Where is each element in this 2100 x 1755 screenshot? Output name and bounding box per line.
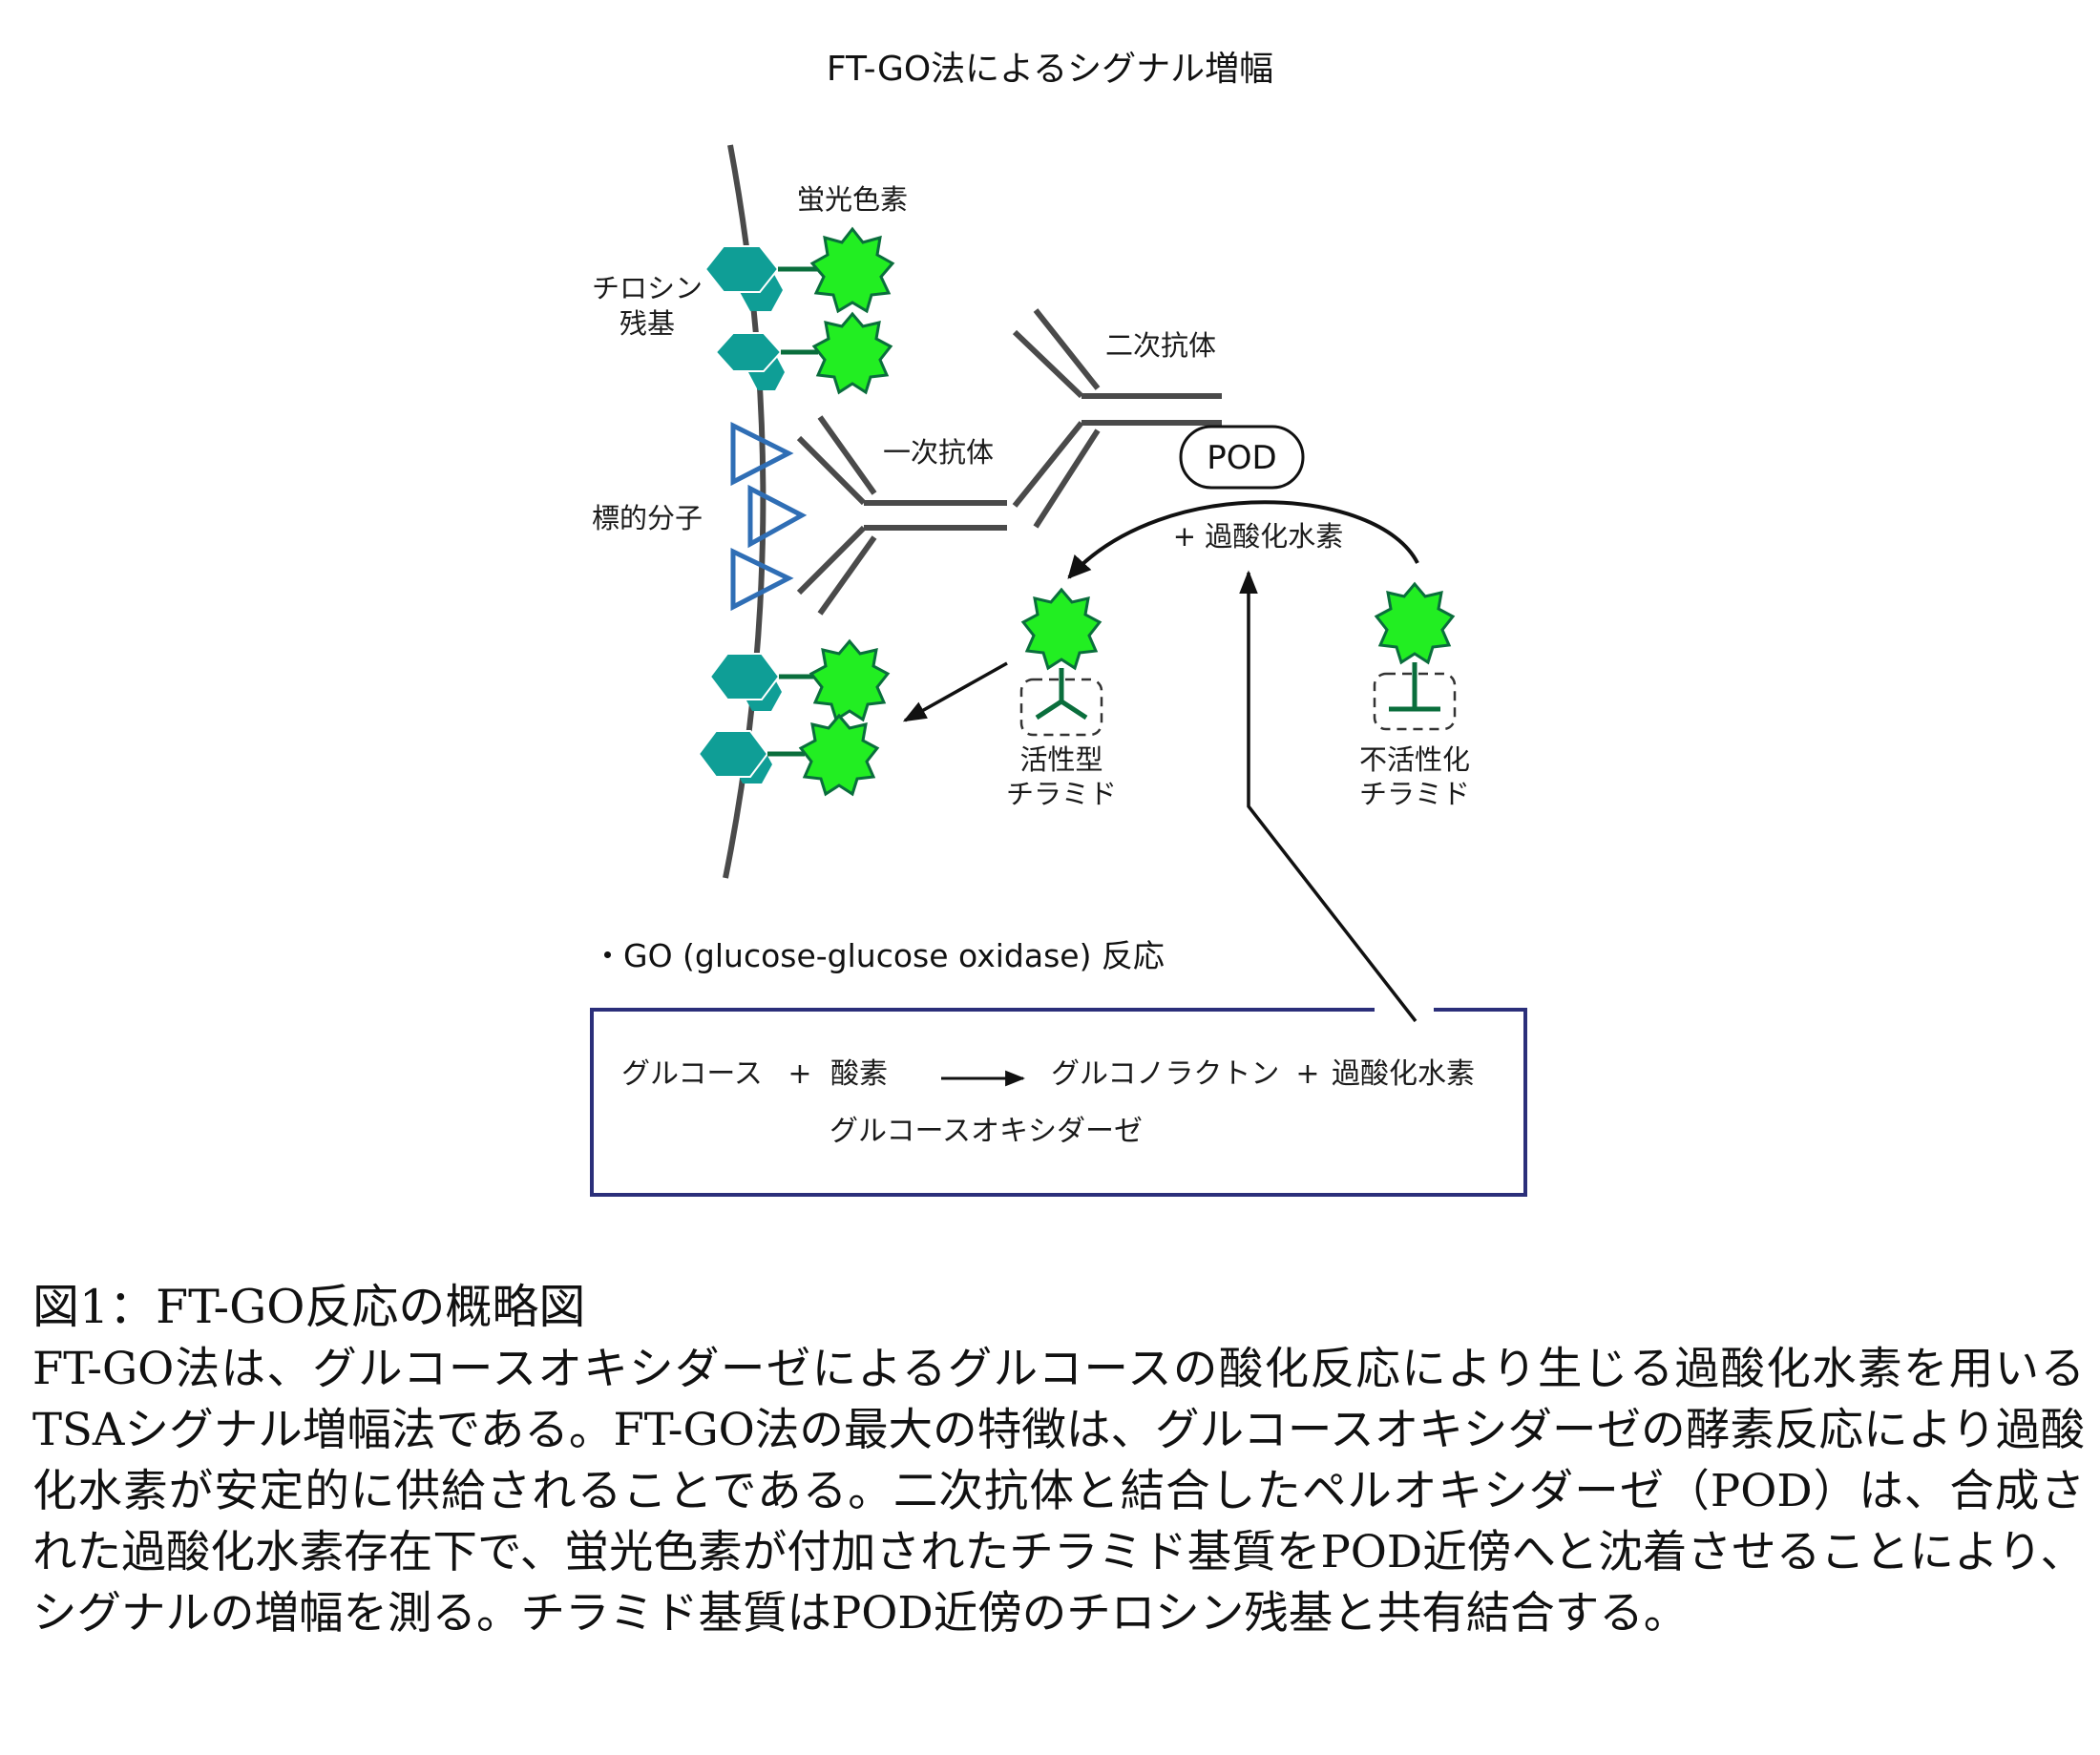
fluorophore-icon xyxy=(808,638,891,722)
go-reaction-heading: ・GO (glucose-glucose oxidase) 反応 xyxy=(592,937,1165,974)
active-tyramide-label-line1: 活性型 xyxy=(1019,743,1102,776)
fluorophore-icon xyxy=(809,226,895,314)
reactant-oxygen: 酸素 xyxy=(830,1057,888,1091)
pod-enzyme xyxy=(1179,425,1305,490)
inactive-tyramide-label-line2: チラミド xyxy=(1359,778,1470,810)
conversion-arrow xyxy=(1067,500,1419,579)
tyrosine-residue xyxy=(714,332,818,390)
primary-antibody xyxy=(796,415,1007,616)
inactive-tyramide-label-line1: 不活性化 xyxy=(1359,743,1470,776)
inactive-tyramide xyxy=(1373,581,1457,731)
active-tyramide xyxy=(1019,587,1103,737)
active-tyramide-label-line2: チラミド xyxy=(1006,778,1117,810)
caption-title: 図1：FT-GO反応の概略図 xyxy=(32,1280,586,1334)
plus-sign-2: + xyxy=(1295,1057,1319,1091)
diagram-title: FT-GO法によるシグナル増幅 xyxy=(827,50,1273,89)
tyrosine-residue xyxy=(708,653,816,711)
product-gluconolactone: グルコノラクトン xyxy=(1051,1057,1279,1091)
fluorophore-icon xyxy=(798,713,880,797)
secondary-antibody xyxy=(1012,308,1222,529)
figure-caption: 図1：FT-GO反応の概略図 FT-GO法は、グルコースオキシダーゼによるグルコ… xyxy=(32,1277,2085,1643)
tyrosine-residue xyxy=(697,730,805,783)
tyrosine-label-line1: チロシン xyxy=(592,272,703,304)
tyrosine-residue xyxy=(704,245,819,311)
caption-body: FT-GO法は、グルコースオキシダーゼによるグルコースの酸化反応により生じる過酸… xyxy=(32,1343,2085,1639)
fluorophore-label: 蛍光色素 xyxy=(797,183,908,216)
deposition-arrow xyxy=(902,661,1008,722)
tyrosine-label-line2: 残基 xyxy=(620,307,675,340)
enzyme-label: グルコースオキシダーゼ xyxy=(830,1115,1143,1148)
product-h2o2: 過酸化水素 xyxy=(1332,1057,1475,1091)
target-molecule-icon xyxy=(730,421,808,612)
h2o2-supply-arrow xyxy=(1239,570,1418,1023)
fluorophore-icon xyxy=(811,311,893,395)
target-molecule-label: 標的分子 xyxy=(592,502,703,534)
ft-go-diagram: FT-GO法によるシグナル増幅 チロシン 残基 蛍光色素 標的分子 一次抗体 xyxy=(590,50,1527,1197)
go-reaction-box xyxy=(590,1008,1527,1197)
h2o2-label: + 過酸化水素 xyxy=(1173,520,1344,553)
primary-antibody-label: 一次抗体 xyxy=(883,436,994,469)
secondary-antibody-label: 二次抗体 xyxy=(1105,329,1216,362)
pod-label: POD xyxy=(1207,439,1276,477)
plus-sign-1: + xyxy=(788,1057,811,1091)
reactant-glucose: グルコース xyxy=(621,1057,763,1091)
